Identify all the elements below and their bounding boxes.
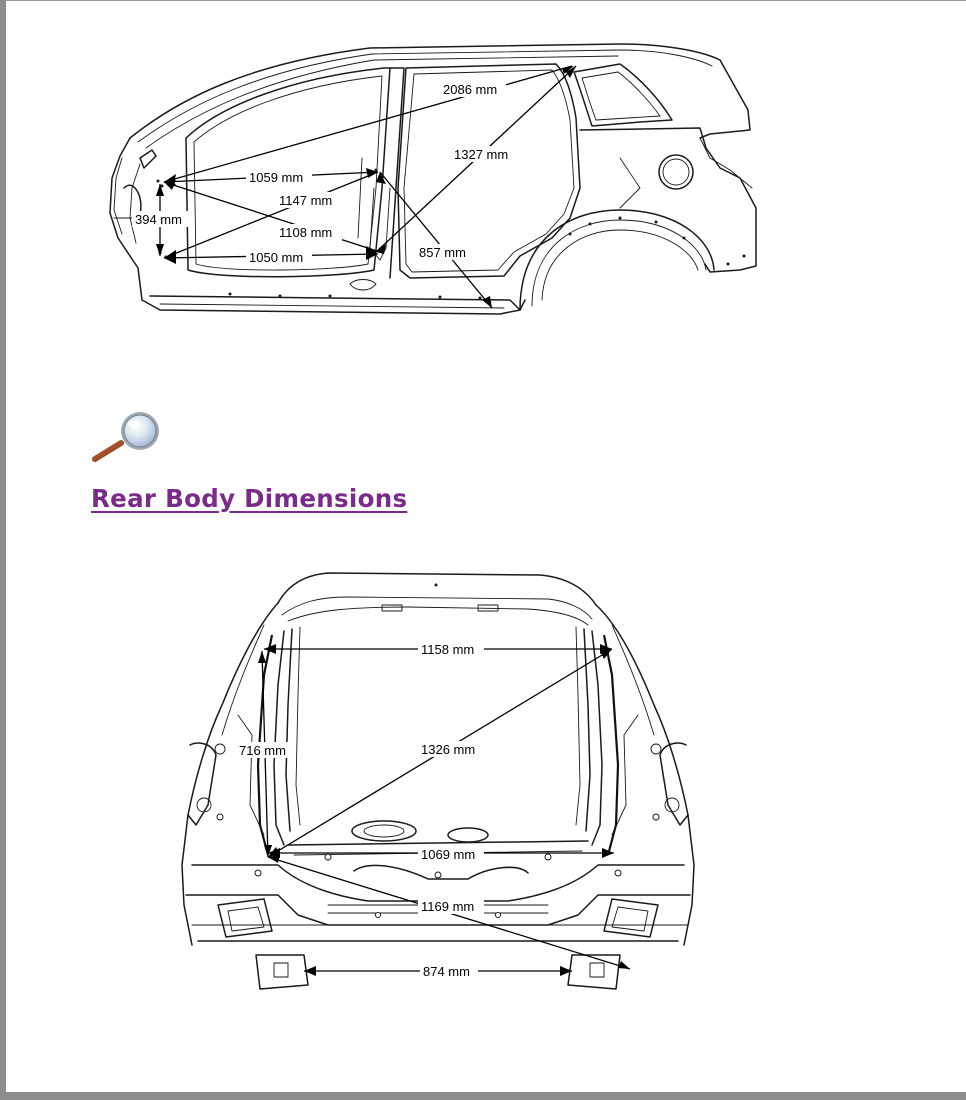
side-body-diagram: 2086 mm 1327 mm 1059 mm 1147 mm 394 mm 1…	[109, 43, 757, 315]
dimension-label-874: 874 mm	[423, 964, 470, 979]
dimension-label-1069: 1069 mm	[421, 847, 475, 862]
rear-dimension-lines	[258, 644, 631, 976]
rear-body-dimensions-link[interactable]: Rear Body Dimensions	[91, 484, 408, 513]
dimension-label-857: 857 mm	[419, 245, 466, 260]
dimension-label-1327: 1327 mm	[454, 147, 508, 162]
dimension-label-716: 716 mm	[239, 743, 286, 758]
rear-body-outline	[181, 572, 695, 990]
dimension-label-1059: 1059 mm	[249, 170, 303, 185]
page-top-border	[0, 0, 966, 1]
dimension-label-1050: 1050 mm	[249, 250, 303, 265]
side-dimension-labels: 2086 mm 1327 mm 1059 mm 1147 mm 394 mm 1…	[132, 81, 517, 265]
magnifier-icon[interactable]	[88, 408, 164, 464]
dimension-label-1147: 1147 mm	[279, 193, 332, 208]
page-bottom-border	[0, 1092, 966, 1100]
dimension-label-1108: 1108 mm	[279, 225, 332, 240]
dimension-label-394: 394 mm	[135, 212, 182, 227]
dimension-label-1326: 1326 mm	[421, 742, 475, 757]
dimension-label-1158: 1158 mm	[421, 642, 474, 657]
page-left-border	[0, 0, 6, 1100]
dimension-label-1169: 1169 mm	[421, 899, 474, 914]
side-body-outline	[109, 43, 757, 315]
dimension-label-2086: 2086 mm	[443, 82, 497, 97]
rear-body-diagram: 1158 mm 716 mm 1326 mm 1069 mm 1169 mm 8…	[181, 572, 695, 990]
rear-dimension-labels: 1158 mm 716 mm 1326 mm 1069 mm 1169 mm 8…	[236, 641, 484, 979]
